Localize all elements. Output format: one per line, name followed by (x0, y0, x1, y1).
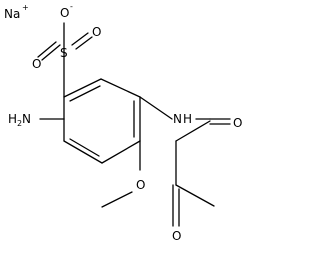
methoxy-group (101, 140, 141, 208)
sulfonate-s-label: S (60, 46, 68, 60)
amino-h-count: 2 (17, 119, 22, 128)
chemical-structure-diagram: Na + O - S O O H 2 N N H O O O (4, 2, 242, 243)
sulfonate-o-left-label: O (32, 57, 41, 71)
sulfonate-o-right-label: O (92, 25, 101, 39)
amide-h-label: H (183, 112, 192, 126)
c-ch3-bond (175, 184, 215, 207)
benzene-ring (63, 78, 141, 164)
ring-bond-1 (100, 78, 141, 98)
ring-bond-6 (63, 78, 102, 98)
amide-o-label: O (233, 116, 242, 130)
s-o-right-bond-b (75, 36, 93, 50)
s-o-left-bond-a (41, 44, 61, 61)
sodium-label: Na (4, 7, 20, 21)
ring-bond-4 (63, 140, 103, 164)
ring-bond-3 (101, 140, 141, 164)
sodium-charge: + (22, 3, 29, 12)
amide-n-label: N (173, 112, 182, 126)
methoxy-o-label: O (136, 178, 145, 192)
ring-bond-6-inner (69, 85, 101, 102)
s-o-left-bond-b (37, 41, 57, 58)
sulfonate-group (37, 22, 93, 98)
o-ch3-bond (101, 191, 133, 208)
c-nh-bond (139, 96, 173, 120)
c-ch2-bond (175, 120, 211, 142)
ketone-o-label: O (172, 229, 181, 243)
sulfonate-o-neg-label: O (60, 6, 69, 20)
amino-n-label: N (22, 112, 31, 126)
s-o-right-bond-a (71, 32, 89, 46)
amino-h-label: H (8, 112, 17, 126)
ring-bond-4-inner (69, 138, 100, 157)
sulfonate-o-neg-charge: - (70, 2, 73, 11)
acetoacetamide-chain (139, 96, 231, 227)
